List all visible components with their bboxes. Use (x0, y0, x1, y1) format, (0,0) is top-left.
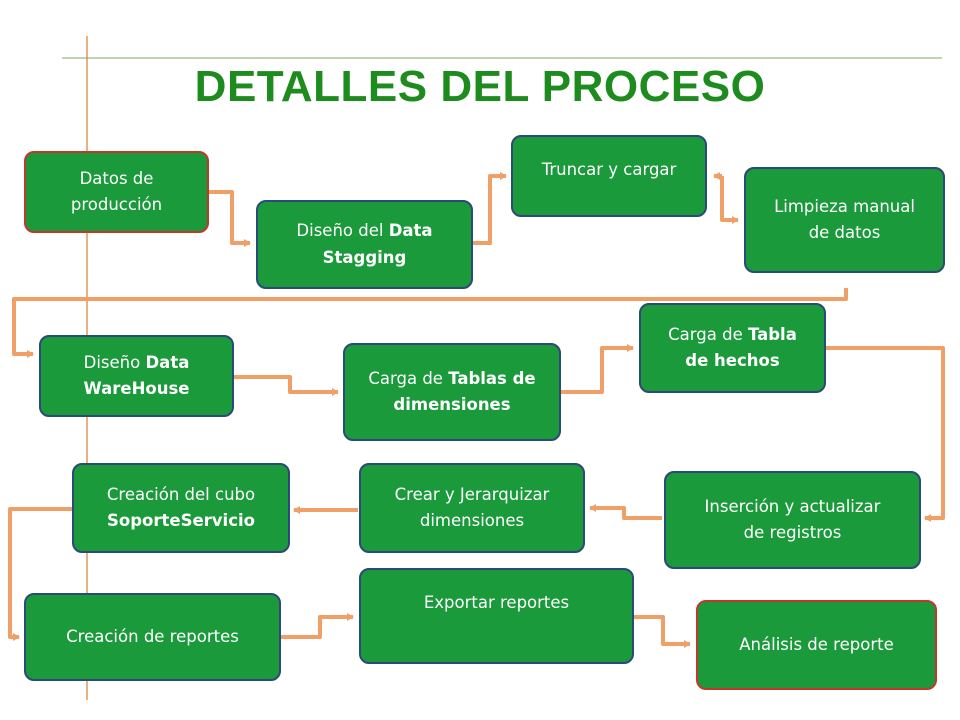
connector-insercion-to-jerarquizar (589, 504, 662, 520)
node-creacion-reportes[interactable]: Creación de reportes (24, 593, 281, 681)
node-exportar-reportes[interactable]: Exportar reportes (359, 568, 634, 664)
connector-exportar-to-analisis (634, 615, 691, 648)
connector-dw-to-dimensiones (234, 375, 339, 396)
connector-datos-to-staging (208, 190, 251, 247)
connector-staging-to-truncar (472, 172, 507, 245)
connector-truncar-to-limpieza (720, 176, 739, 224)
connector-limpieza-to-diseno-dw (12, 288, 848, 358)
connector-cubo-to-reportes (8, 507, 72, 641)
node-truncar-y-cargar[interactable]: Truncar y cargar (511, 135, 707, 217)
page-title: DETALLES DEL PROCESO (194, 62, 766, 111)
connector-reportes-to-exportar (281, 613, 354, 639)
node-analisis-reporte[interactable]: Análisis de reporte (696, 600, 937, 690)
connector-hechos-to-insercion (826, 346, 945, 522)
connector-dimensiones-to-hechos (561, 344, 634, 394)
